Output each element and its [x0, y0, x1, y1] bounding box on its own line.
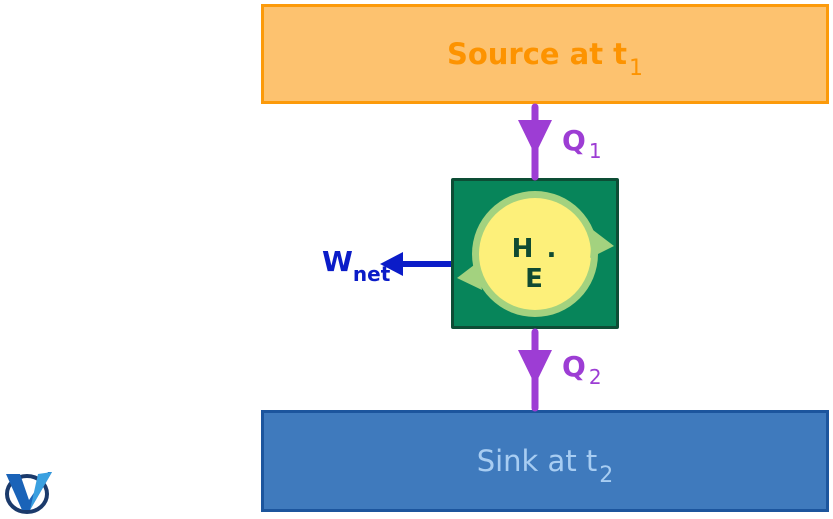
heat-sink-reservoir: Sink at t2	[261, 410, 829, 512]
work-output-arrow	[380, 252, 451, 276]
heat-source-reservoir: Source at t1	[261, 4, 829, 104]
heat-out-subscript: 2	[588, 365, 602, 389]
work-label: Wnet	[322, 245, 391, 286]
engine-label: H . E	[511, 234, 559, 294]
v-logo-icon	[5, 472, 52, 514]
source-subscript: 1	[629, 56, 644, 81]
source-label: Source at t1	[446, 37, 644, 81]
sink-label: Sink at t2	[476, 444, 614, 488]
heat-in-subscript: 1	[588, 139, 602, 163]
work-subscript: net	[352, 262, 391, 286]
heat-in-arrow	[518, 103, 552, 181]
cycle-icon	[457, 191, 614, 317]
heat-out-arrow	[518, 328, 552, 412]
sink-subscript: 2	[599, 463, 614, 488]
